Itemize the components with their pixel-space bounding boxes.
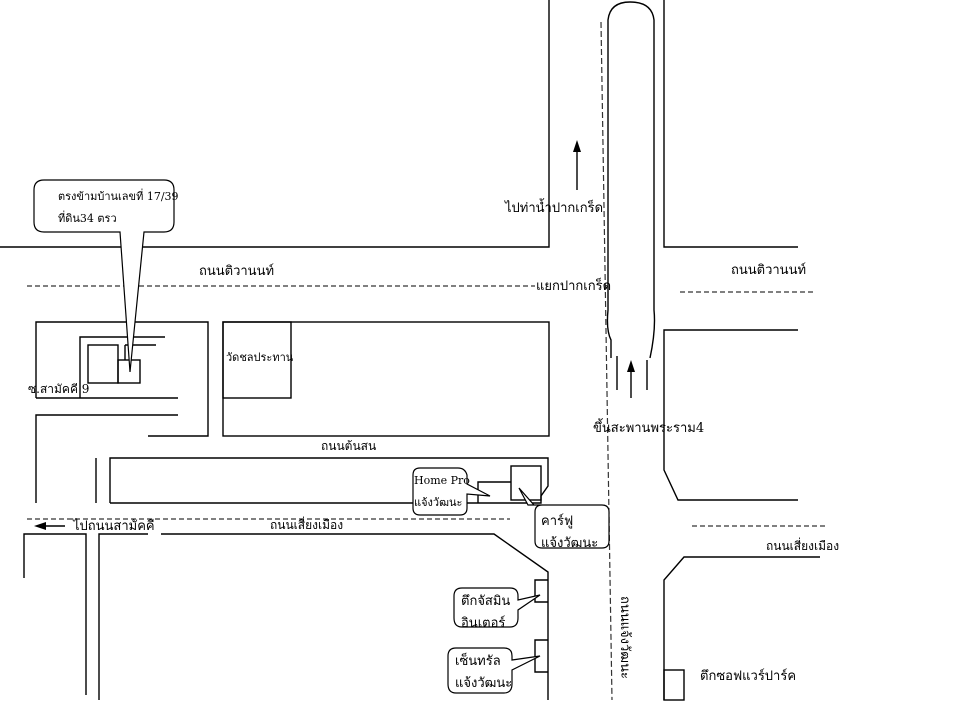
callout-central-line2: แจ้งวัฒนะ	[455, 676, 513, 691]
callout-homepro-shape	[412, 467, 491, 516]
callout-target-line1: ตรงข้ามบ้านเลขที่ 17/39	[58, 190, 179, 203]
flyover-bridge	[606, 1, 656, 359]
callout-carrefour: คาร์ฟู แจ้งวัฒนะ	[541, 511, 598, 555]
carrefour-building	[510, 465, 542, 501]
north-arrow-bridge-head	[627, 360, 635, 372]
callout-homepro: Home Pro แจ้งวัฒนะ	[414, 470, 470, 514]
label-to-pakkret-pier: ไปท่าน้ำปากเกร็ด	[505, 201, 604, 216]
label-siengmueang-right: ถนนเสี่ยงเมือง	[766, 539, 840, 553]
block-right-upper	[663, 329, 798, 501]
house-left	[87, 344, 119, 384]
soi-inner-line	[79, 336, 165, 398]
label-to-samakkhi: ไปถนนสามัคคี	[73, 519, 155, 534]
label-chaengwattana-vertical: ถนนแจ้งวัฒนะ	[617, 596, 632, 679]
road-lower-main	[161, 533, 549, 700]
label-wat: วัดชลประทาน	[226, 351, 294, 364]
callout-jasmine: ตึกจัสมิน อินเตอร์	[461, 591, 510, 635]
road-lower-left-a	[23, 533, 87, 695]
label-pakkret-junction: แยกปากเกร็ด	[536, 279, 612, 294]
homepro-building	[477, 481, 511, 503]
label-tiwanon-left: ถนนติวานนท์	[199, 264, 275, 279]
callout-target-shape	[33, 179, 175, 373]
label-siengmueang-left: ถนนเสี่ยงเมือง	[270, 518, 344, 532]
road-edge-tiwanon-top-left	[0, 0, 550, 248]
block-tonson	[109, 457, 549, 504]
label-tonson: ถนนต้นสน	[321, 439, 377, 453]
label-rama4-bridge: ขึ้นสะพานพระราม4	[593, 421, 705, 436]
callout-carrefour-shape	[518, 487, 610, 549]
callout-target-line2: ที่ดิน34 ตรว	[58, 212, 117, 225]
block-left-upper	[35, 321, 209, 437]
callout-carrefour-line1: คาร์ฟู	[541, 514, 574, 529]
callout-homepro-line1: Home Pro	[414, 474, 470, 487]
centerline-chaengwattana	[600, 21, 613, 701]
callout-central-line1: เซ็นทรัล	[455, 654, 501, 669]
callout-target: ตรงข้ามบ้านเลขที่ 17/39 ที่ดิน34 ตรว	[58, 186, 179, 230]
west-arrow-samakkhi-head	[34, 522, 46, 530]
block-left-lower	[35, 414, 178, 503]
road-edge-tiwanon-top-right	[663, 0, 798, 248]
block-wat	[222, 321, 550, 437]
callout-central: เซ็นทรัล แจ้งวัฒนะ	[455, 651, 512, 695]
wat-building	[222, 321, 292, 399]
block-right-lower	[663, 556, 820, 700]
central-building	[534, 639, 548, 673]
callout-central-shape	[447, 647, 541, 694]
road-lower-left-b	[98, 533, 148, 700]
callout-jasmine-line1: ตึกจัสมิน	[461, 594, 511, 609]
label-soi-samakkhi: ซ.สามัคคี 9	[28, 382, 90, 396]
callout-jasmine-shape	[453, 587, 541, 628]
sofa-park-building	[663, 669, 685, 701]
callout-carrefour-line2: แจ้งวัฒนะ	[541, 536, 599, 551]
label-tiwanon-right: ถนนติวานนท์	[731, 263, 807, 278]
callout-jasmine-line2: อินเตอร์	[461, 616, 506, 631]
jasmine-building	[534, 579, 548, 603]
callout-homepro-line2: แจ้งวัฒนะ	[414, 496, 463, 509]
north-arrow-pakkret-head	[573, 140, 581, 152]
label-sofa-park: ตึกซอฟแวร์ปาร์ค	[700, 669, 797, 684]
